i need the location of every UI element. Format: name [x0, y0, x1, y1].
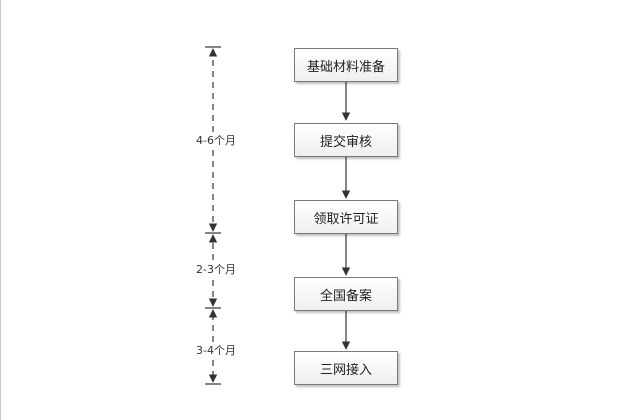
- step-box-1: 基础材料准备: [294, 48, 398, 82]
- step-box-5: 三网接入: [294, 351, 398, 385]
- step-box-3: 领取许可证: [294, 200, 398, 234]
- left-border-line: [0, 0, 1, 420]
- step-box-4: 全国备案: [294, 277, 398, 311]
- duration-timeline: [205, 46, 221, 385]
- step-box-2: 提交审核: [294, 123, 398, 157]
- step-label-4: 全国备案: [319, 288, 372, 304]
- step-label-5: 三网接入: [319, 362, 372, 378]
- duration-label-3: 3-4个月: [186, 343, 246, 359]
- step-label-3: 领取许可证: [313, 211, 379, 227]
- duration-label-1: 4-6个月: [186, 133, 246, 149]
- step-label-2: 提交审核: [319, 134, 372, 150]
- duration-label-2: 2-3个月: [186, 262, 246, 278]
- step-label-1: 基础材料准备: [306, 59, 385, 75]
